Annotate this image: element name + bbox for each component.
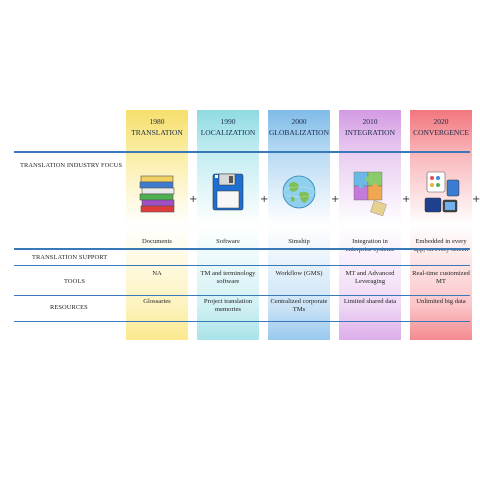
focus-divider	[14, 248, 470, 250]
tools-text: NA	[152, 270, 162, 277]
resources-text: Unlimited big data	[416, 298, 466, 305]
plus-sign: +	[189, 194, 198, 205]
resources-divider	[14, 321, 470, 322]
column-year: 2010	[362, 117, 378, 126]
column-2020: 2020 CONVERGENCE Embedded in every app, …	[410, 110, 472, 340]
column-header-2010: 2010 INTEGRATION	[339, 110, 401, 152]
resources-text: Project translation memories	[203, 298, 253, 313]
column-title: GLOBALIZATION	[269, 128, 329, 137]
row-label-focus: TRANSLATION INDUSTRY FOCUS	[20, 162, 123, 169]
column-2000: 2000 GLOBALIZATION Simship Workflow (GMS…	[268, 110, 330, 340]
column-2010: 2010 INTEGRATION Integration in enterpri…	[339, 110, 401, 340]
focus-text: Simship	[288, 238, 310, 245]
resources-text: Centralized corporate TMs	[270, 298, 328, 313]
support-divider	[14, 265, 470, 266]
devices-icon	[424, 171, 460, 213]
plus-sign: +	[402, 194, 411, 205]
books-icon	[139, 175, 175, 213]
column-year: 2000	[291, 117, 307, 126]
resources-text: Glossaries	[143, 298, 171, 305]
plus-sign: +	[472, 194, 480, 205]
focus-text: Documents	[141, 238, 173, 245]
plus-sign: +	[331, 194, 340, 205]
tools-text: Workflow (GMS)	[275, 270, 323, 277]
focus-text: Integration in enterprise systems	[346, 238, 395, 253]
column-header-1980: 1980 TRANSLATION	[126, 110, 188, 152]
row-label-support: TRANSLATION SUPPORT	[32, 254, 108, 261]
column-header-2000: 2000 GLOBALIZATION	[268, 110, 330, 152]
column-title: TRANSLATION	[131, 128, 183, 137]
focus-text: Software	[216, 238, 240, 245]
column-year: 1990	[220, 117, 236, 126]
tools-divider	[14, 295, 470, 296]
globe-icon	[282, 175, 316, 209]
resources-text: Limited shared data	[343, 298, 397, 305]
column-1990: 1990 LOCALIZATION Software TM and termin…	[197, 110, 259, 340]
column-title: LOCALIZATION	[200, 128, 256, 137]
header-divider	[14, 151, 470, 153]
focus-text: Embedded in every app, on every screen	[414, 238, 468, 253]
floppy-disk-icon	[212, 173, 244, 211]
column-header-1990: 1990 LOCALIZATION	[197, 110, 259, 152]
puzzle-icon	[353, 171, 387, 217]
tools-text: MT and Advanced Leveraging	[345, 270, 395, 285]
column-title: CONVERGENCE	[413, 128, 469, 137]
column-title: INTEGRATION	[345, 128, 395, 137]
row-label-resources: RESOURCES	[50, 304, 88, 311]
column-year: 1980	[149, 117, 165, 126]
plus-sign: +	[260, 194, 269, 205]
tools-text: Real-time customized MT	[412, 270, 470, 285]
column-year: 2020	[433, 117, 449, 126]
row-label-tools: TOOLS	[64, 278, 85, 285]
tools-text: TM and terminology software	[200, 270, 256, 285]
column-1980: 1980 TRANSLATION Documents NA Glossaries	[126, 110, 188, 340]
column-header-2020: 2020 CONVERGENCE	[410, 110, 472, 152]
